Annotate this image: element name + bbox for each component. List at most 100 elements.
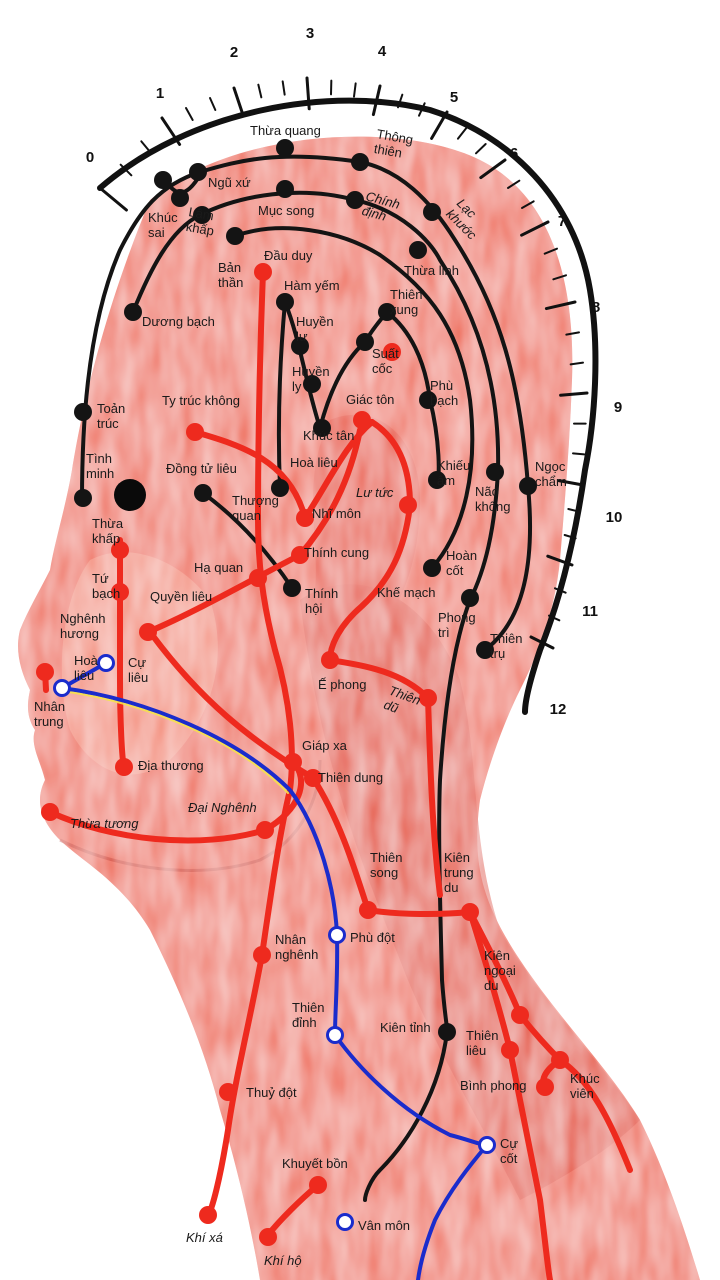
- point-label: Thiên dung: [318, 770, 383, 785]
- point-label-line: Hoà liêu: [290, 455, 338, 470]
- point-label-line: song: [370, 865, 398, 880]
- point-label-line: Bình phong: [460, 1078, 527, 1093]
- point-label-line: trụ: [490, 646, 505, 661]
- acupoint-red: [309, 1176, 327, 1194]
- point-label-line: âm: [437, 473, 455, 488]
- point-label-line: ngoại: [484, 963, 516, 978]
- point-label: Nhĩ môn: [312, 506, 361, 521]
- point-label-line: Thừa: [92, 516, 124, 531]
- scale-tick-minor: [571, 363, 583, 365]
- point-label-line: Địa thương: [138, 758, 204, 773]
- point-label-line: Khí xá: [186, 1230, 223, 1245]
- scale-number: 10: [606, 509, 623, 526]
- acupoint-black: [74, 489, 92, 507]
- acupoint-red: [256, 821, 274, 839]
- point-label-line: Thừa quang: [250, 123, 321, 138]
- acupoint-black: [283, 579, 301, 597]
- point-label-line: du: [444, 880, 458, 895]
- point-label-line: Thiên: [466, 1028, 499, 1043]
- scale-tick-minor: [476, 144, 486, 153]
- point-label-line: Tình: [86, 451, 112, 466]
- scale-tick-minor: [210, 98, 215, 110]
- point-label-line: cốt: [500, 1151, 518, 1166]
- point-label-line: Thừa tương: [70, 816, 139, 831]
- point-label: Ty trúc không: [162, 393, 240, 408]
- point-label-line: Khí hộ: [264, 1253, 302, 1268]
- acupoint-blue: [99, 656, 114, 671]
- point-label-line: hội: [305, 601, 322, 616]
- point-label: Tìnhminh: [86, 451, 114, 481]
- point-label-line: Khế mạch: [377, 585, 436, 600]
- point-label: Thiênsong: [370, 850, 403, 880]
- point-label-line: Hàm yếm: [284, 278, 340, 293]
- point-label-line: cốt: [446, 563, 464, 578]
- point-label-line: Toản: [97, 401, 125, 416]
- acupoint-red: [139, 623, 157, 641]
- point-label-line: Đồng tử liêu: [166, 461, 237, 476]
- point-label-line: Cự: [128, 655, 146, 670]
- point-label: Đầu duy: [264, 248, 313, 263]
- point-label-line: đỉnh: [292, 1015, 317, 1030]
- scale-number: 11: [582, 603, 598, 620]
- point-label-line: trung: [444, 865, 474, 880]
- point-label-line: cốc: [372, 361, 393, 376]
- point-label-line: Thính: [305, 586, 338, 601]
- point-label: Đồng tử liêu: [166, 461, 237, 476]
- point-label-line: Dương bạch: [142, 314, 215, 329]
- point-label-line: không: [475, 499, 510, 514]
- point-label: Thừakhấp: [92, 516, 124, 546]
- acupoint-red: [551, 1051, 569, 1069]
- acupoint-blue: [480, 1138, 495, 1153]
- point-label: Khuyết bồn: [282, 1156, 348, 1171]
- acupoint-red: [253, 946, 271, 964]
- scale-tick-minor: [573, 453, 584, 454]
- scale-tick-minor: [283, 81, 285, 94]
- point-label-line: Phù: [430, 378, 453, 393]
- point-label-line: Thuỷ đột: [246, 1085, 297, 1100]
- point-label: Nghênhhương: [60, 611, 106, 641]
- point-label-line: Kiên tỉnh: [380, 1020, 431, 1035]
- point-label-line: liêu: [74, 668, 94, 683]
- acupoint-red: [36, 663, 54, 681]
- point-label-line: Ngũ xứ: [208, 175, 251, 190]
- point-label-line: Khiếu: [437, 458, 470, 473]
- scale-number: 4: [378, 43, 387, 60]
- point-label-line: Phù đột: [350, 930, 395, 945]
- scale-number: 0: [86, 149, 94, 166]
- point-label-line: trúc: [97, 416, 119, 431]
- point-label: Khí xá: [186, 1230, 223, 1245]
- point-label-line: Khuyết bồn: [282, 1156, 348, 1171]
- point-label-line: Ế phong: [318, 677, 366, 692]
- point-label-line: liêu: [466, 1043, 486, 1058]
- point-label-line: Vân môn: [358, 1218, 410, 1233]
- point-label-line: Thiên dung: [318, 770, 383, 785]
- acupoint-black: [74, 403, 92, 421]
- point-label-line: Suất: [372, 346, 399, 361]
- acupoint-red: [511, 1006, 529, 1024]
- acupoint-red: [359, 901, 377, 919]
- point-label: Hạ quan: [194, 560, 243, 575]
- point-label: Lư tức: [356, 485, 394, 500]
- acupoint-black: [423, 203, 441, 221]
- acupoint-black: [346, 191, 364, 209]
- point-label-line: Cự: [500, 1136, 518, 1151]
- point-label: Bình phong: [460, 1078, 527, 1093]
- point-label-line: lư: [296, 329, 308, 344]
- point-label-line: minh: [86, 466, 114, 481]
- acupoint-black: [124, 303, 142, 321]
- scale-tick-major: [100, 188, 126, 210]
- acupoint-black: [409, 241, 427, 259]
- point-label-line: Thiên: [490, 631, 523, 646]
- point-label-line: nghênh: [275, 947, 318, 962]
- point-label-line: Khúc tân: [303, 428, 354, 443]
- point-label-line: Ty trúc không: [162, 393, 240, 408]
- acupoint-blue: [55, 681, 70, 696]
- point-label: Ngọcchẩm: [535, 459, 567, 489]
- scale-number: 1: [156, 85, 164, 102]
- point-label: Khúc tân: [303, 428, 354, 443]
- point-label-line: viên: [570, 1086, 594, 1101]
- acupoint-red: [461, 903, 479, 921]
- point-label-line: trì: [438, 625, 450, 640]
- scale-number: 9: [614, 399, 622, 416]
- point-label-line: sai: [148, 225, 165, 240]
